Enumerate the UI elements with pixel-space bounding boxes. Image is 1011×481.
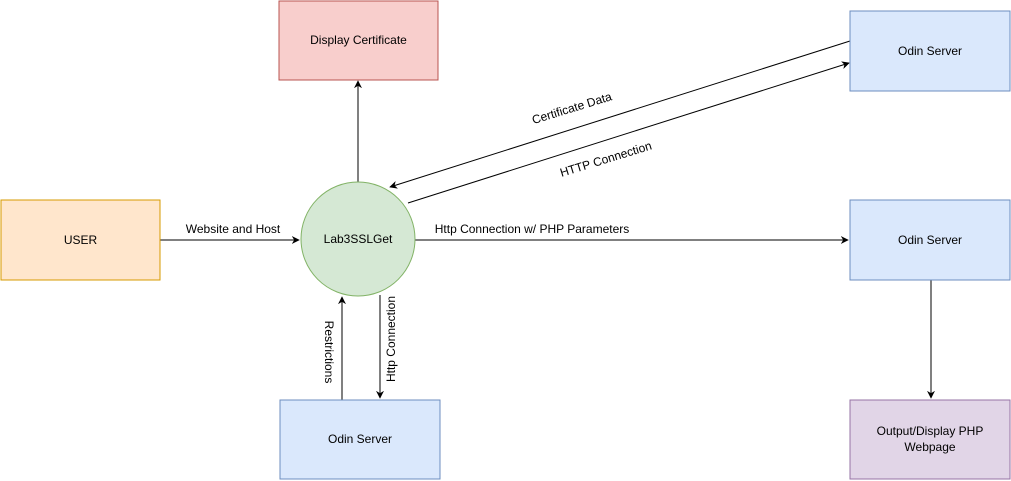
- node-odin-server-top-box: [849, 10, 1011, 92]
- edge-label-restrictions: Restrictions: [322, 321, 336, 384]
- node-odin-server-middle-label: Odin Server: [898, 233, 962, 247]
- node-odin-server-bottom-label: Odin Server: [328, 432, 392, 446]
- node-lab3sslget-circle: [300, 181, 416, 297]
- node-odin-server-bottom[interactable]: Odin Server: [279, 399, 441, 480]
- edge-certificate-data: [389, 40, 851, 189]
- node-display-certificate[interactable]: Display Certificate: [278, 0, 439, 81]
- node-odin-server-middle-box: [849, 199, 1011, 281]
- edge-label-website-and-host: Website and Host: [186, 222, 281, 236]
- edge-label-http-connection-upper: HTTP Connection: [558, 139, 653, 180]
- node-user[interactable]: USER: [0, 199, 161, 281]
- node-display-certificate-label: Display Certificate: [310, 33, 407, 47]
- node-output-display-label-line1: Output/Display PHP: [877, 424, 984, 438]
- edge-label-http-php-params: Http Connection w/ PHP Parameters: [435, 222, 630, 236]
- node-output-display-box: [849, 399, 1011, 480]
- node-output-display[interactable]: Output/Display PHP Webpage: [849, 399, 1011, 480]
- edge-label-http-connection-lower: Http Connection: [384, 296, 398, 382]
- edge-label-certificate-data: Certificate Data: [530, 89, 613, 127]
- node-odin-server-middle[interactable]: Odin Server: [849, 199, 1011, 281]
- node-odin-server-top-label: Odin Server: [898, 44, 962, 58]
- node-output-display-label-line2: Webpage: [904, 440, 955, 454]
- node-display-certificate-box: [278, 0, 439, 81]
- node-lab3sslget-label: Lab3SSLGet: [324, 232, 393, 246]
- edge-http-connection-upper: [407, 61, 850, 204]
- node-odin-server-top[interactable]: Odin Server: [849, 10, 1011, 92]
- node-user-box: [0, 199, 161, 281]
- node-odin-server-bottom-box: [279, 399, 441, 480]
- node-lab3sslget[interactable]: Lab3SSLGet: [300, 181, 416, 297]
- node-user-label: USER: [64, 233, 98, 247]
